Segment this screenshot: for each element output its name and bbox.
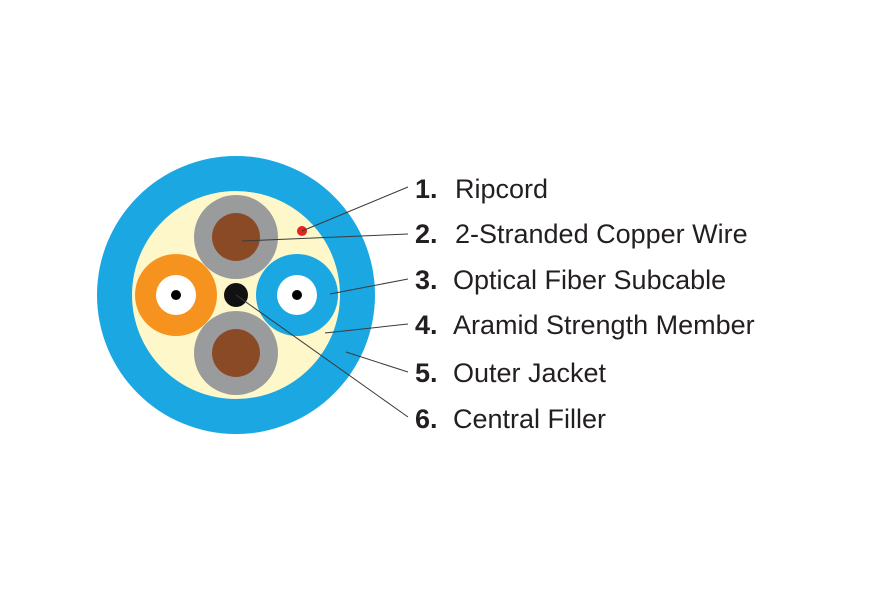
- label-text: Aramid Strength Member: [453, 310, 755, 340]
- cable-cross-section: [97, 156, 375, 434]
- label-number: 2.: [415, 219, 438, 249]
- leader-line-fiber-subcable: [329, 278, 409, 295]
- copper-wire-core: [212, 329, 260, 377]
- label-outer-jacket: 5. Outer Jacket: [415, 358, 607, 388]
- leader-line-copper-wire: [241, 233, 409, 242]
- label-number: 6.: [415, 404, 438, 434]
- label-copper-wire: 2. 2-Stranded Copper Wire: [415, 219, 748, 249]
- label-ripcord: 1. Ripcord: [415, 174, 548, 204]
- label-text: Optical Fiber Subcable: [453, 265, 726, 295]
- copper-wire-top: [194, 195, 278, 279]
- label-aramid: 4. Aramid Strength Member: [415, 310, 755, 340]
- label-text: Outer Jacket: [453, 358, 607, 388]
- fiber-core: [171, 290, 181, 300]
- leader-line-central-filler: [235, 294, 409, 418]
- label-fiber-subcable: 3. Optical Fiber Subcable: [415, 265, 726, 295]
- label-number: 5.: [415, 358, 438, 388]
- fiber-core: [292, 290, 302, 300]
- copper-wire-bottom: [194, 311, 278, 395]
- leader-lines: [235, 186, 409, 418]
- label-text: Ripcord: [455, 174, 548, 204]
- fiber-subcable-blue: [256, 254, 338, 336]
- label-central-filler: 6. Central Filler: [415, 404, 606, 434]
- fiber-subcable-orange: [135, 254, 217, 336]
- leader-line-outer-jacket: [345, 351, 409, 373]
- leader-line-ripcord: [301, 186, 409, 232]
- leader-line-aramid: [324, 323, 409, 334]
- label-number: 1.: [415, 174, 438, 204]
- label-text: Central Filler: [453, 404, 606, 434]
- label-number: 4.: [415, 310, 438, 340]
- label-text: 2-Stranded Copper Wire: [455, 219, 748, 249]
- label-number: 3.: [415, 265, 438, 295]
- labels: 1. Ripcord 2. 2-Stranded Copper Wire 3. …: [415, 174, 755, 434]
- copper-wire-core: [212, 213, 260, 261]
